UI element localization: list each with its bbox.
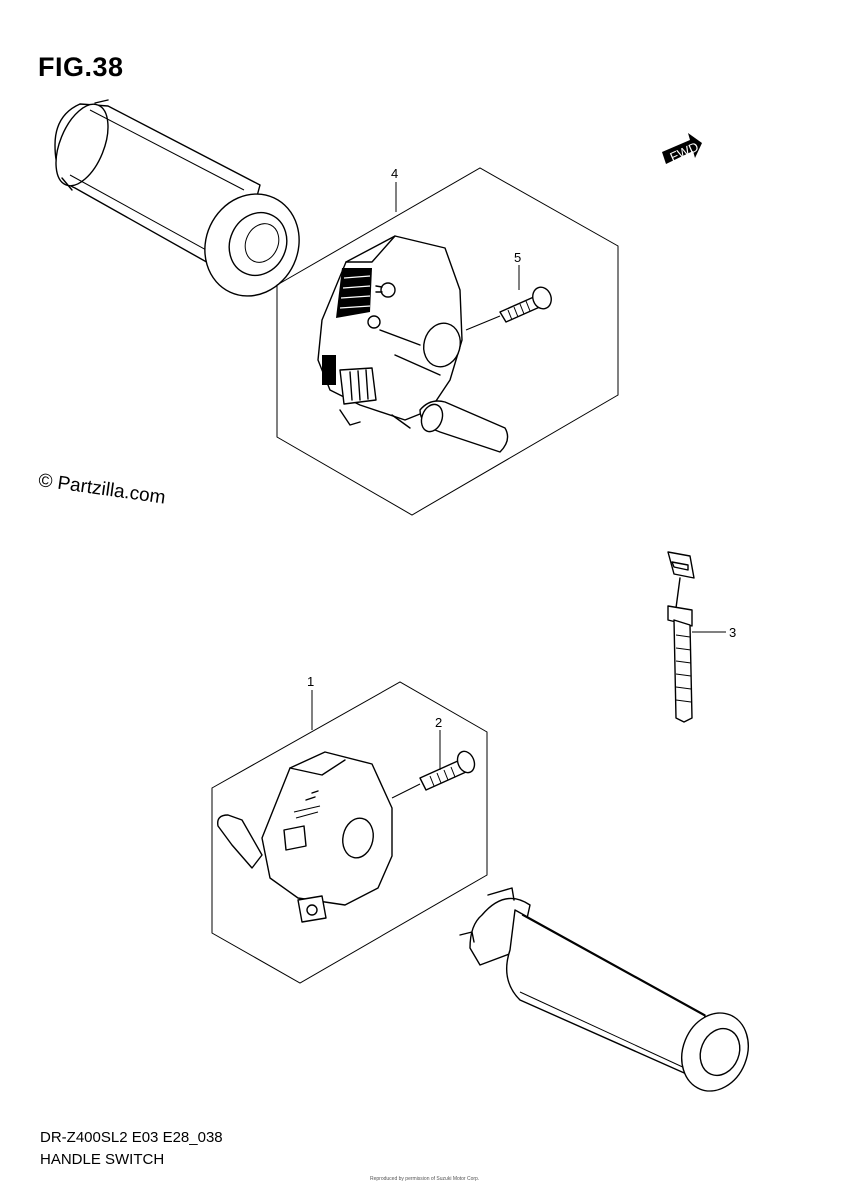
callout-4: 4 <box>391 166 398 181</box>
figure-title: FIG.38 <box>38 52 124 82</box>
cable-tie-part-3[interactable] <box>667 551 695 723</box>
footer-model-code: DR-Z400SL2 E03 E28_038 <box>40 1129 223 1146</box>
screw-part-2[interactable] <box>419 749 478 791</box>
part-1-group-outline <box>211 681 488 984</box>
callout-1: 1 <box>307 674 314 689</box>
callout-2: 2 <box>435 715 442 730</box>
fwd-label: FWD <box>668 139 701 165</box>
throttle-grip[interactable] <box>459 887 760 1101</box>
screw-2-leader <box>391 783 421 799</box>
left-handle-switch-assembly[interactable] <box>217 751 393 923</box>
fwd-arrow-icon: FWD <box>662 133 702 165</box>
callout-3: 3 <box>729 625 736 640</box>
part-4-group-outline <box>276 167 619 516</box>
screw-part-5[interactable] <box>499 285 554 323</box>
fine-print: Reproduced by permission of Suzuki Motor… <box>370 1176 480 1182</box>
footer: DR-Z400SL2 E03 E28_038 HANDLE SWITCH <box>40 1127 223 1171</box>
footer-section-name: HANDLE SWITCH <box>40 1151 165 1168</box>
right-handle-switch-assembly[interactable] <box>317 235 509 453</box>
screw-5-leader <box>465 315 501 331</box>
callout-5: 5 <box>514 250 521 265</box>
left-grip[interactable] <box>45 97 315 312</box>
